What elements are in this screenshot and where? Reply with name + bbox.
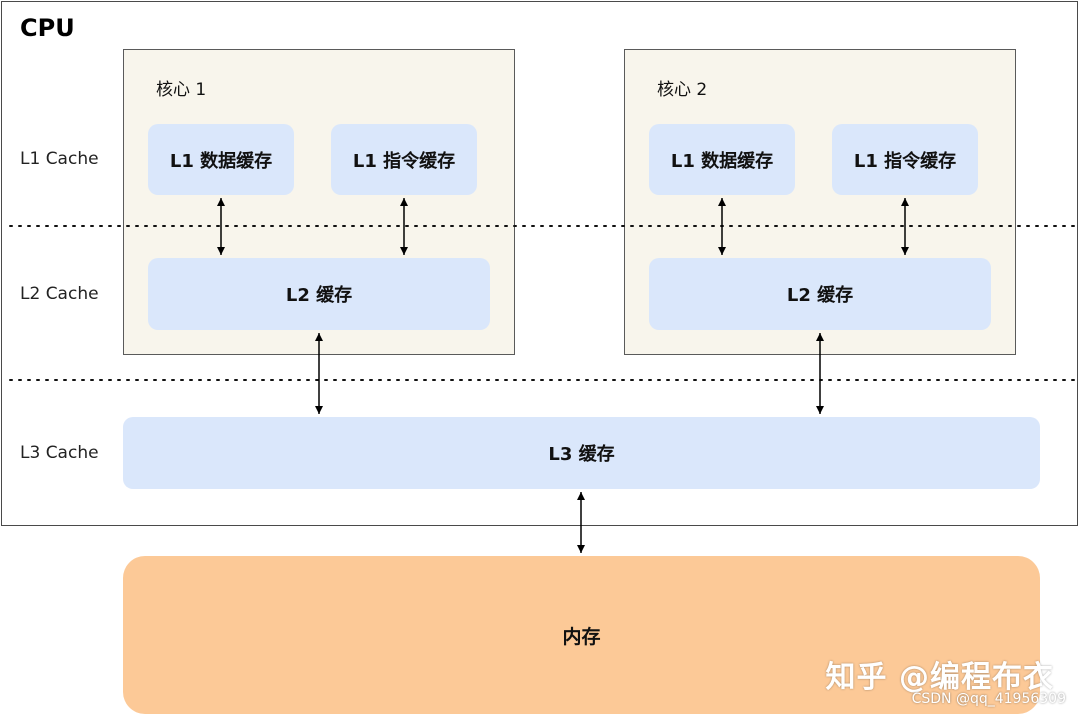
l3-cache-label: L3 Cache	[20, 443, 99, 463]
core-1-l1-instruction-cache: L1 指令缓存	[331, 124, 477, 195]
l1-cache-label: L1 Cache	[20, 149, 99, 169]
core-2-l1-data-cache: L1 数据缓存	[649, 124, 795, 195]
cpu-title: CPU	[20, 14, 75, 42]
core-1-l2-cache: L2 缓存	[148, 258, 490, 330]
core-1-label: 核心 1	[156, 80, 207, 100]
l3-cache: L3 缓存	[123, 417, 1040, 489]
memory-block: 内存	[123, 556, 1040, 714]
zhihu-watermark: 知乎 @编程布衣	[825, 660, 1054, 695]
csdn-watermark: CSDN @qq_41956309	[911, 691, 1066, 707]
core-2-l1-instruction-cache: L1 指令缓存	[832, 124, 978, 195]
core-2-label: 核心 2	[657, 80, 708, 100]
core-2-l2-cache: L2 缓存	[649, 258, 991, 330]
l2-cache-label: L2 Cache	[20, 284, 99, 304]
core-1-l1-data-cache: L1 数据缓存	[148, 124, 294, 195]
